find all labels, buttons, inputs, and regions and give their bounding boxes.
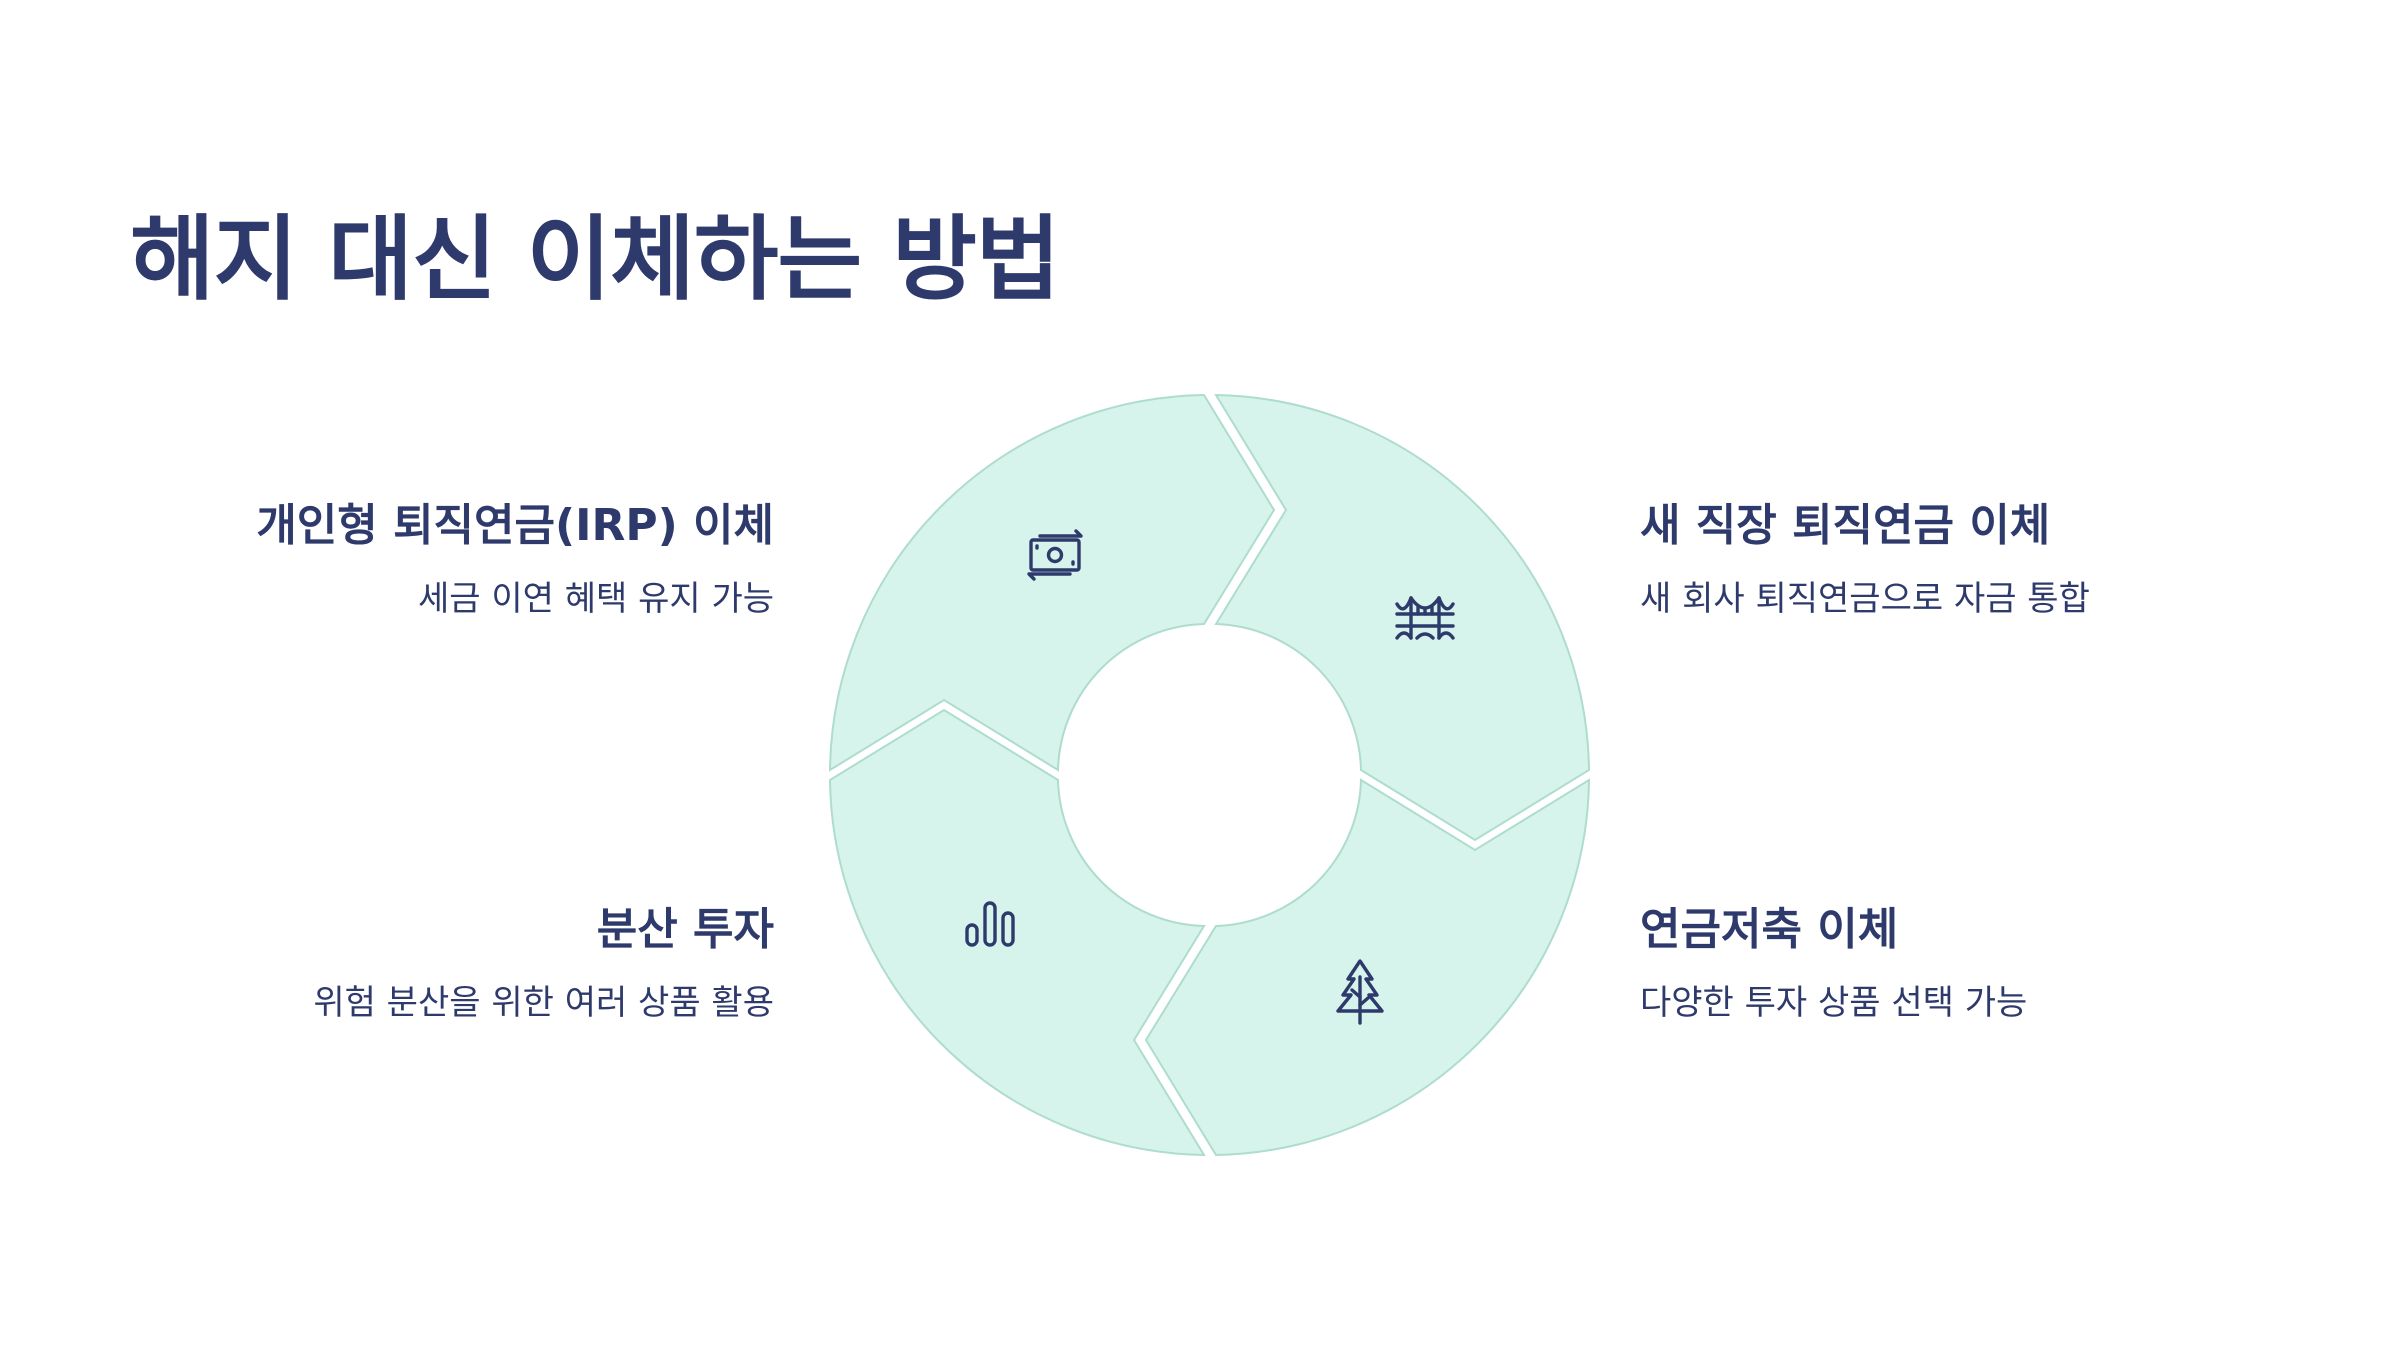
step-title: 새 직장 퇴직연금 이체 [1640, 500, 2051, 551]
bar-chart-icon [965, 901, 1015, 947]
tree-icon [1336, 959, 1384, 1025]
cycle-segment-diversify [828, 708, 1206, 1157]
cycle-segment-irp [828, 393, 1276, 772]
step-description: 새 회사 퇴직연금으로 자금 통합 [1640, 579, 2090, 619]
step-diversified-investment: 분산 투자 위험 분산을 위한 여러 상품 활용 [54, 902, 774, 1026]
step-description: 다양한 투자 상품 선택 가능 [1640, 983, 2028, 1023]
step-title: 연금저축 이체 [1640, 904, 1899, 955]
step-title: 분산 투자 [596, 904, 774, 955]
page-title: 해지 대신 이체하는 방법 [130, 206, 1060, 313]
step-new-job-pension: 새 직장 퇴직연금 이체 새 회사 퇴직연금으로 자금 통합 [1640, 498, 2360, 622]
cycle-segment-pension-savings [1144, 778, 1591, 1157]
cycle-segment-new-job [1214, 393, 1591, 842]
step-title: 개인형 퇴직연금(IRP) 이체 [256, 500, 774, 551]
bridge-icon [1395, 596, 1455, 640]
step-irp-transfer: 개인형 퇴직연금(IRP) 이체 세금 이연 혜택 유지 가능 [54, 498, 774, 622]
step-description: 위험 분산을 위한 여러 상품 활용 [313, 983, 774, 1023]
step-pension-savings: 연금저축 이체 다양한 투자 상품 선택 가능 [1640, 902, 2360, 1026]
step-description: 세금 이연 혜택 유지 가능 [417, 579, 774, 619]
money-transfer-icon [1027, 529, 1083, 581]
